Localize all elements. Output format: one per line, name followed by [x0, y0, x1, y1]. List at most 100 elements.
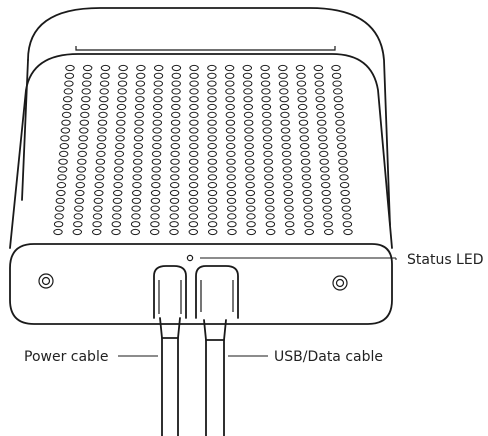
perforation: [317, 127, 327, 134]
perforation: [227, 205, 237, 212]
perforation: [136, 72, 146, 79]
device-top-rim: [75, 46, 336, 51]
perforation: [189, 111, 199, 119]
perforation: [169, 228, 179, 236]
perforation: [94, 174, 105, 181]
perforation: [92, 228, 102, 236]
perforation: [151, 158, 162, 165]
perforation: [207, 88, 217, 95]
perforation: [93, 197, 104, 204]
perforation: [93, 205, 103, 212]
perforation: [315, 96, 325, 103]
perforation: [188, 166, 199, 173]
perforation: [314, 80, 324, 87]
perforation: [59, 143, 70, 150]
perforation: [314, 72, 324, 79]
perforation: [170, 150, 180, 157]
perforation: [331, 64, 341, 72]
perforation: [111, 221, 122, 228]
perforation: [61, 119, 71, 126]
perforation: [226, 197, 237, 204]
perforation: [280, 127, 291, 134]
perforation: [94, 182, 104, 189]
perforation: [133, 158, 143, 165]
perforation: [171, 88, 181, 95]
perforation: [285, 221, 295, 228]
perforation: [322, 205, 332, 212]
perforation: [245, 174, 255, 181]
perforation: [64, 72, 75, 79]
perforation: [226, 174, 236, 181]
perforation: [317, 119, 327, 126]
perforation: [263, 143, 273, 150]
perforation: [207, 150, 218, 157]
perforation: [339, 182, 350, 189]
perforation: [169, 213, 179, 220]
perforation: [83, 64, 93, 72]
perforation: [152, 127, 162, 134]
perforation: [77, 158, 87, 165]
perforation: [283, 189, 293, 197]
perforation: [189, 135, 199, 142]
perforation: [131, 197, 142, 204]
perforation: [98, 111, 108, 119]
grille-perforations: [53, 64, 353, 236]
perforation: [115, 143, 125, 150]
perforation: [284, 205, 294, 212]
perforation: [130, 221, 141, 228]
perforation: [242, 64, 253, 72]
perforation: [246, 213, 256, 220]
perforation: [118, 64, 128, 72]
perforation: [74, 205, 84, 212]
perforation: [189, 96, 199, 103]
device-top-shell: [27, 7, 391, 226]
perforation: [321, 182, 331, 189]
perforation: [72, 228, 83, 236]
perforation: [79, 119, 90, 126]
perforation: [117, 80, 128, 87]
perforation: [260, 72, 270, 79]
perforation: [151, 182, 161, 189]
perforation: [111, 228, 121, 236]
perforation: [170, 166, 180, 173]
perforation: [171, 80, 181, 87]
perforation: [324, 228, 334, 236]
perforation: [299, 127, 309, 134]
perforation: [225, 103, 235, 111]
perforation: [225, 72, 235, 79]
perforation: [246, 205, 256, 212]
perforation: [189, 64, 199, 72]
perforation: [171, 103, 181, 111]
perforation: [153, 88, 163, 95]
perforation: [81, 96, 91, 103]
perforation: [244, 143, 254, 150]
perforation: [262, 135, 273, 142]
perforation: [262, 127, 272, 134]
perforation: [226, 150, 236, 157]
perforation: [263, 150, 273, 157]
perforation: [243, 103, 254, 111]
perforation: [188, 228, 199, 236]
perforation: [132, 189, 142, 197]
perforation: [319, 158, 329, 165]
perforation: [278, 80, 289, 87]
perforation: [82, 72, 92, 79]
perforation: [313, 64, 323, 72]
perforation: [65, 64, 75, 72]
perforation: [226, 143, 236, 150]
perforation: [298, 119, 309, 126]
perforation: [150, 213, 160, 220]
perforation: [207, 119, 217, 126]
perforation: [338, 166, 349, 173]
perforation: [225, 88, 235, 95]
perforation: [153, 103, 163, 111]
perforation: [295, 64, 306, 72]
perforation: [80, 103, 91, 111]
perforation: [188, 197, 199, 204]
perforation: [261, 88, 271, 95]
perforation: [169, 205, 180, 212]
perforation: [116, 103, 127, 111]
perforation: [316, 111, 326, 119]
perforation: [302, 182, 312, 189]
perforation: [97, 119, 108, 126]
